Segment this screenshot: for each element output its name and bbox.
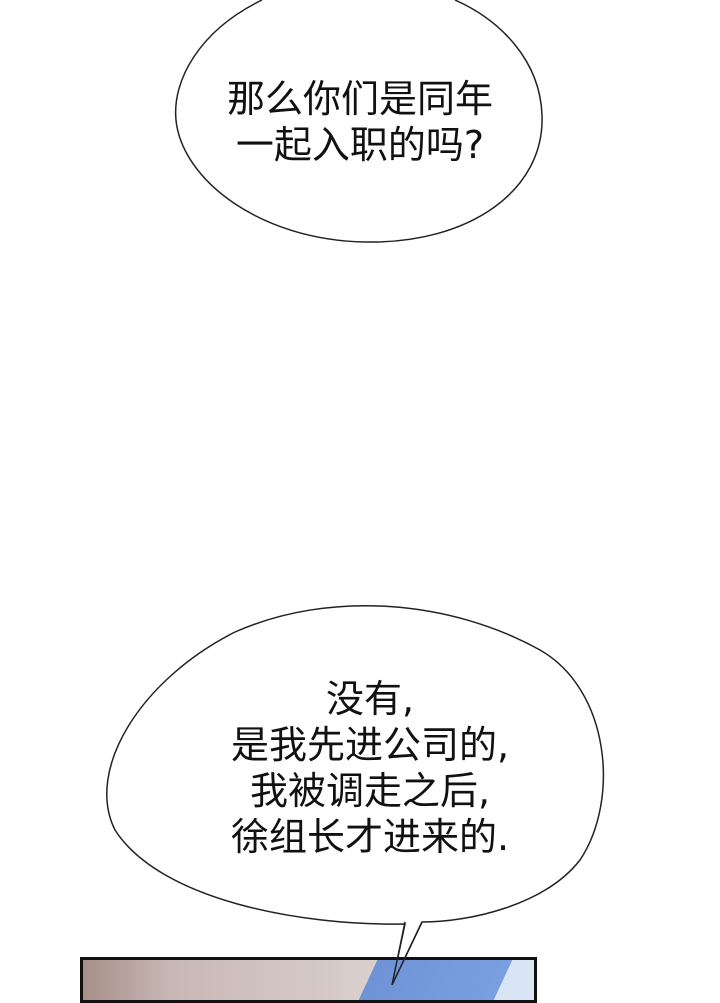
bubble-line: 徐组长才进来的. [230, 815, 510, 859]
speech-bubble-1-outline [174, 0, 543, 243]
speech-bubble-1-text: 那么你们是同年 一起入职的吗? [170, 76, 550, 168]
bubble-line: 是我先进公司的, [230, 723, 510, 767]
speech-bubble-2-outline [106, 604, 605, 985]
bubble-line: 那么你们是同年 [226, 77, 493, 121]
bubble-line: 没有, [325, 677, 415, 721]
next-comic-panel [80, 957, 537, 1003]
speech-bubble-2-text: 没有, 是我先进公司的, 我被调走之后, 徐组长才进来的. [160, 676, 580, 860]
bubble-line: 一起入职的吗? [235, 123, 485, 167]
bubble-line: 我被调走之后, [249, 769, 491, 813]
